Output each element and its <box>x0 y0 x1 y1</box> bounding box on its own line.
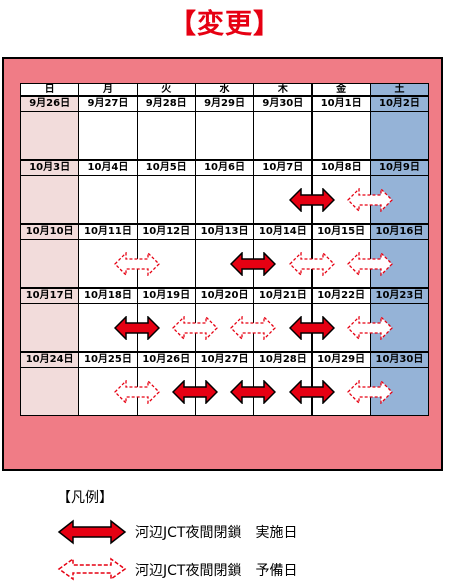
closure-arrow-icon <box>288 316 335 340</box>
legend-closure-arrow-icon <box>57 519 127 545</box>
weekday-header: 水 <box>194 83 255 96</box>
date-label: 9月26日 <box>20 96 80 112</box>
date-label: 10月26日 <box>136 352 196 368</box>
weekday-header: 土 <box>369 83 430 96</box>
date-label: 9月30日 <box>253 96 313 112</box>
date-label: 10月13日 <box>194 224 255 240</box>
reserve-arrow-icon <box>113 252 160 276</box>
date-label: 10月8日 <box>311 160 371 176</box>
date-label: 10月12日 <box>136 224 196 240</box>
date-label: 10月1日 <box>311 96 371 112</box>
date-label: 10月23日 <box>369 288 430 304</box>
day-cell <box>20 111 80 160</box>
date-label: 10月15日 <box>311 224 371 240</box>
date-label: 10月28日 <box>253 352 313 368</box>
weekday-header: 木 <box>253 83 313 96</box>
legend-reserve-arrow-icon <box>57 557 127 581</box>
weekday-header: 月 <box>78 83 138 96</box>
date-label: 10月25日 <box>78 352 138 368</box>
date-label: 10月7日 <box>253 160 313 176</box>
day-cell <box>20 367 80 416</box>
day-cell <box>194 175 255 224</box>
closure-arrow-icon <box>230 380 277 404</box>
reserve-arrow-icon <box>113 380 160 404</box>
day-cell <box>136 175 196 224</box>
page-title: 【変更】 <box>169 9 281 40</box>
date-label: 10月21日 <box>253 288 313 304</box>
date-label: 10月30日 <box>369 352 430 368</box>
day-cell <box>136 111 196 160</box>
reserve-arrow-icon <box>346 252 393 276</box>
date-label: 10月11日 <box>78 224 138 240</box>
reserve-arrow-icon <box>346 188 393 212</box>
day-cell <box>78 175 138 224</box>
day-cell <box>20 175 80 224</box>
reserve-arrow-icon <box>346 316 393 340</box>
date-label: 10月4日 <box>78 160 138 176</box>
date-label: 10月6日 <box>194 160 255 176</box>
closure-arrow-icon <box>230 252 277 276</box>
date-label: 10月16日 <box>369 224 430 240</box>
date-label: 9月28日 <box>136 96 196 112</box>
closure-arrow-icon <box>288 380 335 404</box>
date-label: 10月14日 <box>253 224 313 240</box>
date-label: 9月27日 <box>78 96 138 112</box>
date-label: 10月19日 <box>136 288 196 304</box>
date-label: 10月22日 <box>311 288 371 304</box>
legend-title: 【凡例】 <box>57 490 113 506</box>
day-cell <box>194 111 255 160</box>
day-cell <box>311 111 371 160</box>
day-cell <box>78 111 138 160</box>
date-label: 10月24日 <box>20 352 80 368</box>
closure-arrow-icon <box>171 380 218 404</box>
date-label: 10月27日 <box>194 352 255 368</box>
day-cell <box>20 239 80 288</box>
reserve-arrow-icon <box>171 316 218 340</box>
date-label: 10月20日 <box>194 288 255 304</box>
date-label: 10月29日 <box>311 352 371 368</box>
legend-closure-label: 河辺JCT夜間閉鎖 実施日 <box>135 525 298 541</box>
date-label: 10月17日 <box>20 288 80 304</box>
date-label: 10月10日 <box>20 224 80 240</box>
day-cell <box>136 239 196 288</box>
reserve-arrow-icon <box>288 252 335 276</box>
day-cell <box>20 303 80 352</box>
day-cell <box>369 111 430 160</box>
reserve-arrow-icon <box>230 316 277 340</box>
weekday-header: 金 <box>311 83 371 96</box>
date-label: 10月2日 <box>369 96 430 112</box>
date-label: 10月9日 <box>369 160 430 176</box>
reserve-arrow-icon <box>346 380 393 404</box>
date-label: 10月18日 <box>78 288 138 304</box>
weekday-header: 火 <box>136 83 196 96</box>
weekday-header: 日 <box>20 83 80 96</box>
date-label: 10月5日 <box>136 160 196 176</box>
date-label: 9月29日 <box>194 96 255 112</box>
closure-arrow-icon <box>288 188 335 212</box>
legend-reserve-label: 河辺JCT夜間閉鎖 予備日 <box>135 563 298 579</box>
date-label: 10月3日 <box>20 160 80 176</box>
day-cell <box>253 111 313 160</box>
closure-arrow-icon <box>113 316 160 340</box>
